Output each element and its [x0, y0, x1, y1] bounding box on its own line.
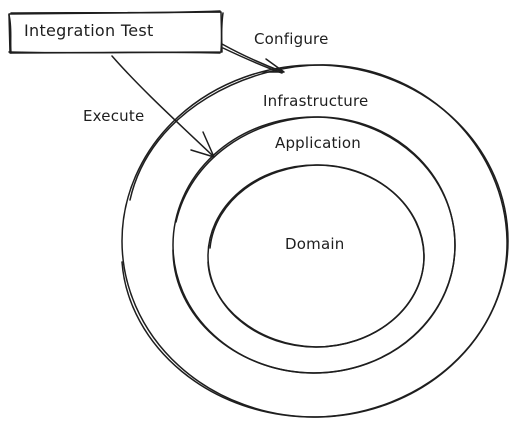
integration-test-label: Integration Test — [24, 21, 154, 40]
domain-circle — [207, 164, 425, 348]
application-label: Application — [275, 134, 362, 152]
execute-arrow — [111, 55, 215, 158]
infrastructure-label: Infrastructure — [263, 92, 369, 110]
application-circle — [172, 116, 456, 374]
execute-label: Execute — [83, 107, 145, 125]
integration-test-box — [8, 10, 224, 54]
domain-label: Domain — [285, 235, 345, 253]
configure-arrow — [221, 43, 285, 74]
configure-label: Configure — [254, 30, 329, 48]
infrastructure-circle — [121, 64, 509, 418]
